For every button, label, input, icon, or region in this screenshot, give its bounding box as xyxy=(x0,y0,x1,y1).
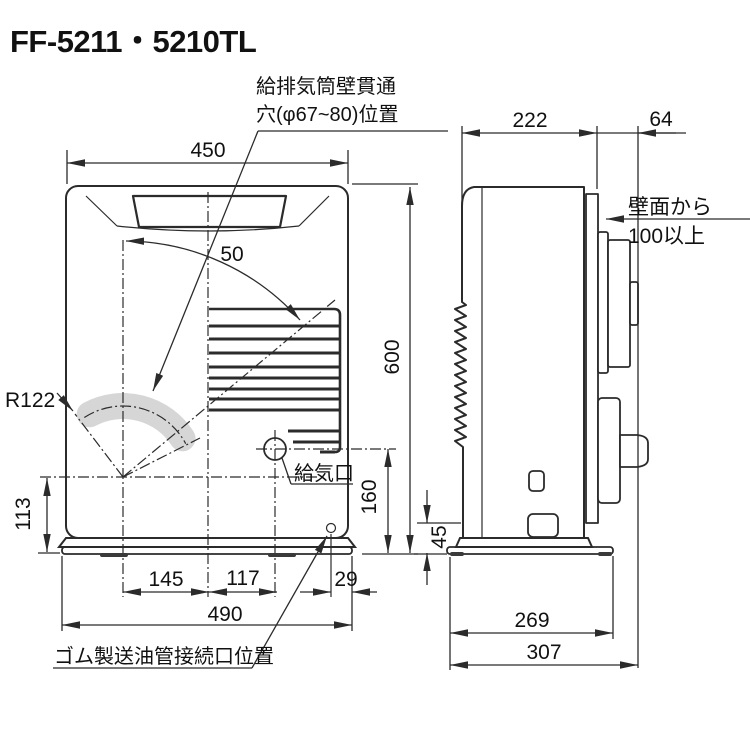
dim-intake-160: 160 xyxy=(358,479,381,514)
dim-base-490: 490 xyxy=(207,603,242,626)
oil-leader xyxy=(251,535,328,669)
side-view xyxy=(446,186,649,556)
control-window xyxy=(131,194,288,229)
lower-box xyxy=(597,397,621,504)
dim-depth-222: 222 xyxy=(512,109,547,132)
dim-width-450: 450 xyxy=(190,139,225,162)
oil-pipe-point xyxy=(325,522,337,534)
wall-clearance-line2: 100以上 xyxy=(628,225,705,248)
front-body xyxy=(65,185,349,539)
flue-hole-label-line1: 給排気筒壁貫通 xyxy=(256,75,396,98)
front-foot-right xyxy=(268,553,296,557)
dim-flue-64: 64 xyxy=(649,108,673,131)
front-dimensions xyxy=(38,130,448,669)
flue-hole-label-line2: 穴(φ67~80)位置 xyxy=(256,103,398,126)
side-foot-front xyxy=(450,552,464,556)
air-intake-label: 給気口 xyxy=(294,462,354,485)
side-body xyxy=(454,186,585,539)
flue-hole-leader xyxy=(152,130,259,392)
flue-box xyxy=(607,239,631,368)
sweep-arc xyxy=(125,237,301,321)
recess-slant-right xyxy=(298,195,330,227)
band-centerline-arc xyxy=(83,405,187,444)
band-radial-left xyxy=(74,413,124,478)
side-foot-rear xyxy=(598,552,612,556)
dim-height-600: 600 xyxy=(381,339,404,374)
side-pedestal xyxy=(454,537,594,548)
wall-clearance-line1: 壁面から xyxy=(628,196,712,219)
side-foot-plate xyxy=(446,546,614,555)
front-view xyxy=(40,185,396,597)
side-dimensions xyxy=(414,126,750,670)
flue-plate xyxy=(597,231,609,374)
dim-base-269: 269 xyxy=(514,609,549,632)
dim-offset-50: 50 xyxy=(220,243,243,266)
side-lower-panel xyxy=(527,513,559,538)
louver-panel xyxy=(209,307,342,454)
model-title: FF-5211・5210TL xyxy=(10,24,256,59)
dim-29: 29 xyxy=(334,568,357,591)
lower-knob xyxy=(619,434,649,468)
dim-145: 145 xyxy=(148,568,183,591)
intake-leader xyxy=(281,457,292,485)
recess-slant-left xyxy=(85,195,118,227)
dim-axis-113: 113 xyxy=(12,497,35,530)
flue-stub xyxy=(629,281,639,326)
dim-base-height-45: 45 xyxy=(428,525,451,548)
dim-117: 117 xyxy=(226,567,259,590)
front-pedestal xyxy=(56,537,358,548)
dim-total-307: 307 xyxy=(526,641,561,664)
rear-plate xyxy=(585,193,599,524)
side-small-button xyxy=(528,470,545,492)
front-foot-plate xyxy=(61,546,353,555)
oil-pipe-label: ゴム製送油管接続口位置 xyxy=(54,645,274,668)
band-radial-right xyxy=(122,437,201,478)
front-foot-left xyxy=(100,553,128,557)
r122-leader xyxy=(56,392,74,412)
dim-radius-r122: R122 xyxy=(5,389,55,412)
